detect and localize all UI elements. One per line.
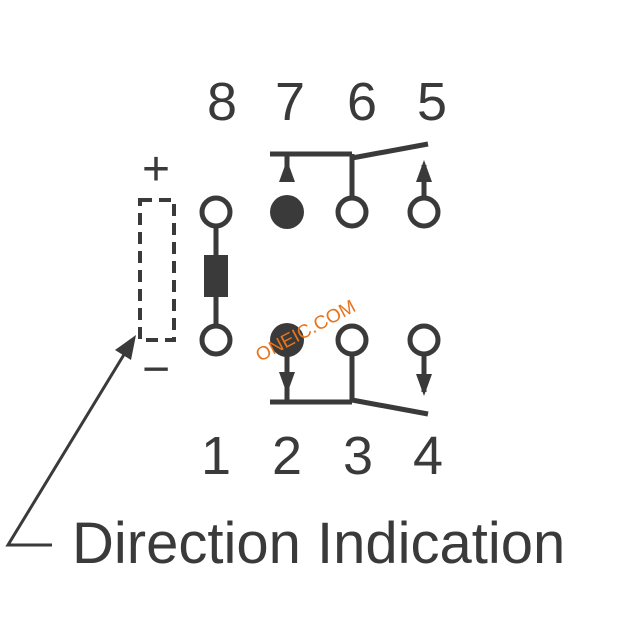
pin-label-6: 6: [347, 72, 377, 132]
coil-terminal-top: [199, 195, 233, 229]
coil: [199, 195, 233, 357]
plus-symbol: +: [142, 143, 170, 196]
pin-6-terminal: [335, 195, 369, 229]
pin-label-5: 5: [417, 72, 447, 132]
direction-indication-caption: Direction Indication: [72, 511, 565, 576]
pin-5-arrow-icon: [416, 160, 432, 182]
contact-set-top: [270, 141, 441, 229]
pin-label-7: 7: [275, 72, 305, 132]
pin-label-1: 1: [201, 426, 231, 486]
pin-7-arrow-icon: [279, 160, 295, 182]
pin-4-arrow-icon: [416, 374, 432, 396]
pin-label-3: 3: [343, 426, 373, 486]
contact-set-bottom: [270, 323, 441, 417]
direction-leader: [5, 335, 136, 547]
pin-label-4: 4: [413, 426, 443, 486]
bottom-armature: [351, 397, 429, 417]
pin-2-arrow-icon: [279, 372, 295, 394]
pin-label-2: 2: [272, 426, 302, 486]
pin-3-terminal: [335, 323, 369, 357]
pin-2-terminal-filled: [270, 323, 304, 357]
coil-terminal-bottom: [199, 323, 233, 357]
leader-line: [5, 347, 130, 547]
pin-label-8: 8: [207, 72, 237, 132]
leader-arrowhead-icon: [115, 335, 136, 360]
pin-5-terminal: [407, 195, 441, 229]
coil-body: [204, 255, 228, 297]
minus-symbol: −: [142, 343, 170, 396]
direction-indicator-outline: [138, 198, 176, 342]
pin-7-terminal-filled: [270, 195, 304, 229]
pin-4-terminal: [407, 323, 441, 357]
top-armature: [351, 141, 429, 161]
